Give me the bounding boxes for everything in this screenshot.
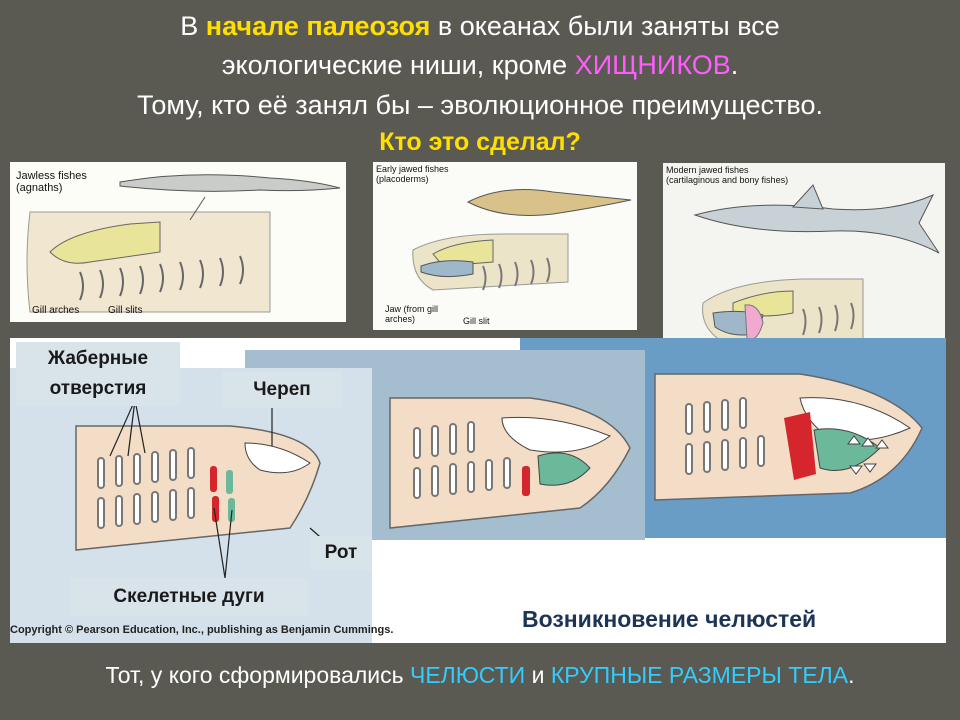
label-skull: Череп bbox=[222, 372, 342, 408]
early-fish-drawing bbox=[412, 189, 632, 291]
header-line-1: В начале палеозоя в океанах были заняты … bbox=[180, 11, 780, 41]
copyright-notice: Copyright © Pearson Education, Inc., pub… bbox=[10, 624, 394, 636]
modern-fish-drawing bbox=[693, 184, 940, 348]
jawless-fish-panel: Jawless fishes (agnaths) Gill arches Gil… bbox=[10, 162, 346, 322]
jaw-evolution-drawing bbox=[10, 338, 946, 643]
modern-title: Modern jawed fishes (cartilaginous and b… bbox=[666, 165, 789, 185]
label-skeletal-arches: Скелетные дуги bbox=[70, 578, 308, 616]
diagram-caption: Возникновение челюстей bbox=[522, 606, 817, 632]
highlight-paleozoic: начале палеозоя bbox=[205, 11, 431, 41]
highlight-jaws: ЧЕЛЮСТИ bbox=[410, 662, 526, 688]
highlight-body-size: КРУПНЫЕ РАЗМЕРЫ ТЕЛА bbox=[550, 662, 849, 688]
jawless-title: Jawless fishes (agnaths) bbox=[16, 170, 87, 195]
highlight-predators: ХИЩНИКОВ bbox=[574, 50, 731, 80]
early-title: Early jawed fishes (placoderms) bbox=[376, 164, 449, 184]
header-line-2: экологические ниши, кроме ХИЩНИКОВ. bbox=[221, 50, 739, 80]
jaw-evolution-diagram: Жаберные отверстия Череп Рот Скелетные д… bbox=[10, 338, 946, 643]
label-mouth: Рот bbox=[310, 536, 372, 570]
footer-line: Тот, у кого сформировались ЧЕЛЮСТИ и КРУ… bbox=[105, 662, 855, 688]
early-label-slit: Gill slit bbox=[463, 316, 490, 326]
header-line-3: Тому, кто её занял бы – эволюционное пре… bbox=[137, 90, 823, 120]
modern-jawed-fish-panel: Modern jawed fishes (cartilaginous and b… bbox=[663, 163, 945, 359]
jawless-label-slits: Gill slits bbox=[108, 305, 143, 316]
label-gill-openings: Жаберные отверстия bbox=[16, 342, 180, 406]
early-jawed-fish-panel: Early jawed fishes (placoderms) Jaw (fro… bbox=[373, 162, 637, 330]
jawless-label-arches: Gill arches bbox=[32, 305, 80, 316]
early-label-jaw: Jaw (from gill arches) bbox=[385, 304, 439, 324]
jawless-fish-drawing bbox=[26, 174, 341, 313]
header-question: Кто это сделал? bbox=[379, 128, 581, 156]
